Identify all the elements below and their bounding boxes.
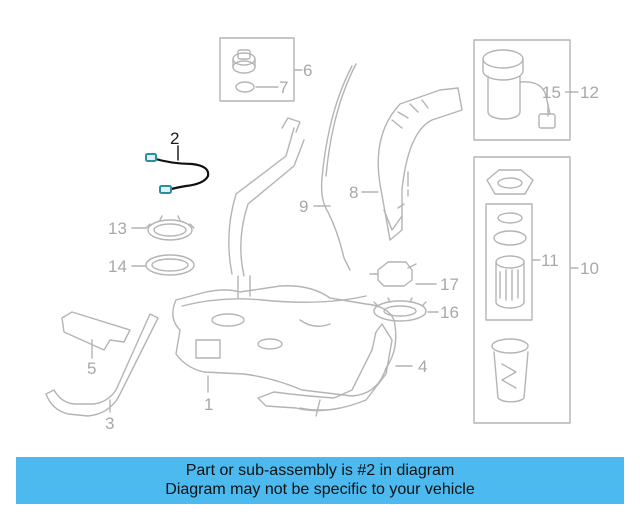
callout-15: 15 <box>542 83 561 102</box>
callout-10: 10 <box>580 259 599 278</box>
part-9-vent-line <box>320 63 357 271</box>
callout-16: 16 <box>440 303 459 322</box>
part-13-lock-ring <box>145 215 195 241</box>
callout-8: 8 <box>349 183 358 202</box>
part-14-seal <box>145 254 195 276</box>
group-box-10 <box>473 156 571 424</box>
callout-5: 5 <box>87 359 96 378</box>
banner-line-2: Diagram may not be specific to your vehi… <box>165 481 475 498</box>
part-8-filler-pipe <box>377 87 463 241</box>
callout-3: 3 <box>105 414 114 433</box>
part-7-gasket <box>235 81 255 93</box>
part-17-valve <box>369 261 417 287</box>
part-2-wiring-harness <box>145 145 210 194</box>
callout-2: 2 <box>170 129 179 148</box>
part-10-pump-parts <box>486 169 534 403</box>
callout-17: 17 <box>440 275 459 294</box>
callout-9: 9 <box>299 197 308 216</box>
part-12-pump-module <box>482 49 556 129</box>
callout-7: 7 <box>279 78 288 97</box>
callout-6: 6 <box>303 61 312 80</box>
part-3-strap <box>45 313 159 417</box>
callout-12: 12 <box>580 83 599 102</box>
callout-14: 14 <box>108 257 127 276</box>
banner-line-1: Part or sub-assembly is #2 in diagram <box>185 462 455 479</box>
info-banner: Part or sub-assembly is #2 in diagram Di… <box>16 457 624 504</box>
group-box-11 <box>485 203 533 321</box>
callout-1: 1 <box>204 395 213 414</box>
callout-11: 11 <box>541 251 559 270</box>
part-16-lock-ring <box>373 297 427 322</box>
callout-13: 13 <box>108 219 127 238</box>
part-5-strap <box>61 311 131 351</box>
part-6-fuel-cap <box>232 49 256 74</box>
callout-4: 4 <box>418 357 427 376</box>
part-4-heat-shield <box>257 323 393 412</box>
group-box-12 <box>473 39 571 141</box>
part-1-fuel-tank <box>172 117 397 397</box>
